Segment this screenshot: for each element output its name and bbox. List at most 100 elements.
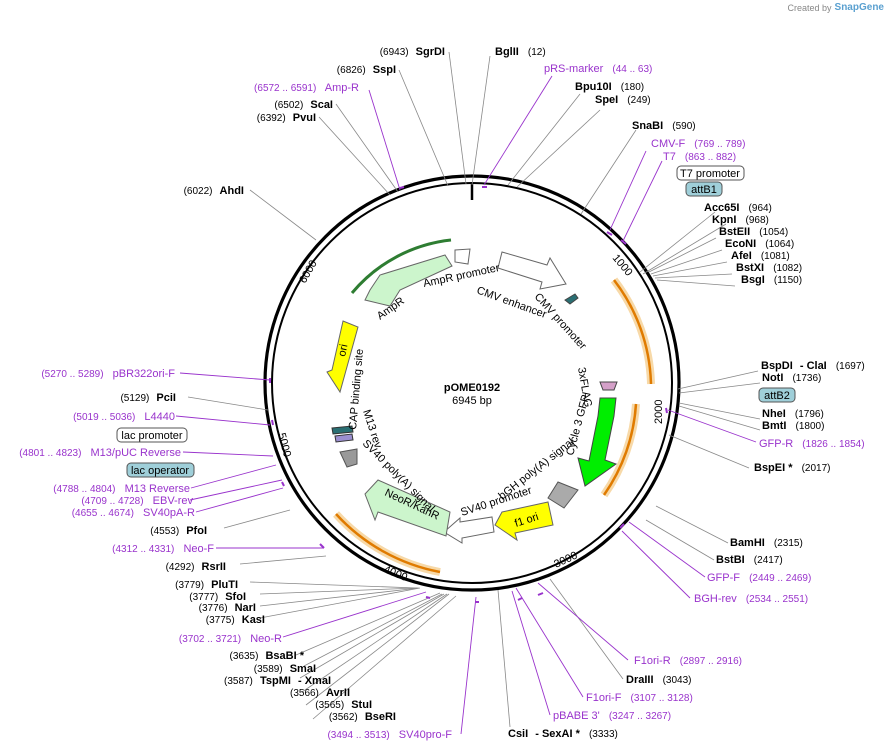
enzyme-pluti: (3779) PluTI <box>175 579 238 591</box>
enzyme-smai: (3589) SmaI <box>254 663 316 675</box>
enzyme-bamhi: BamHI (2315) <box>730 537 803 549</box>
primer-sv40pro-f: (3494 .. 3513) SV40pro-F <box>327 729 452 741</box>
primer-sv40pa-r: (4655 .. 4674) SV40pA-R <box>72 507 195 519</box>
enzyme-rsrii: (4292) RsrII <box>166 561 226 573</box>
cmv-promoter-shape <box>564 293 579 305</box>
enzyme-bpu10i: Bpu10I (180) <box>575 81 644 93</box>
leader-lines <box>187 51 761 728</box>
primer-cmv-f: CMV-F (769 .. 789) <box>651 138 745 150</box>
enzymes-left: (6943) SgrDI (6826) SspI (6502) ScaI (63… <box>120 46 445 723</box>
orf-arcs <box>333 238 655 576</box>
gfp-shape <box>577 397 618 487</box>
enzyme-bglii: BglII (12) <box>495 46 546 58</box>
t7-promoter-badge <box>676 165 745 181</box>
ampr-shape <box>364 254 453 307</box>
enzyme-ahdi: (6022) AhdI <box>184 185 244 197</box>
ampr-arc <box>350 238 452 294</box>
enzyme-bsteii: BstEII (1054) <box>719 226 788 238</box>
cap-shape <box>331 425 354 435</box>
enzyme-sgrdi: (6943) SgrDI <box>380 46 445 58</box>
primer-amp-r: (6572 .. 6591) Amp-R <box>254 82 359 94</box>
orf-arc-2 <box>602 403 638 496</box>
enzyme-bseri: (3562) BseRI <box>329 711 396 723</box>
orf-arc-1 <box>613 279 653 385</box>
badges: T7 promoter attB1 attB2 lac promoter lac… <box>116 165 796 478</box>
plasmid-name: pOME0192 <box>444 382 500 394</box>
enzyme-stui: (3565) StuI <box>315 699 372 711</box>
enzyme-spei: SpeI (249) <box>595 94 651 106</box>
tick-2000: 2000 <box>653 400 665 424</box>
attb2-badge <box>758 387 796 403</box>
enzyme-bspdi: BspDI - ClaI (1697) <box>761 360 865 372</box>
enzyme-tspmi: (3587) TspMI - XmaI <box>224 675 331 687</box>
tick-1000: 1000 <box>610 252 635 278</box>
plasmid-size: 6945 bp <box>452 395 492 407</box>
sv40pa-shape <box>339 448 358 468</box>
orf-arc-3 <box>335 513 441 574</box>
t7-promoter-label: T7 promoter <box>680 168 740 180</box>
tick-4000: 4000 <box>382 564 409 584</box>
enzyme-nari: (3776) NarI <box>199 602 256 614</box>
bgh-shape <box>547 481 579 509</box>
feat-cmv-promoter: CMV promoter <box>532 291 589 352</box>
attb2-label: attB2 <box>764 390 790 402</box>
tick-6000: 6000 <box>297 258 320 285</box>
primer-m13-reverse: (4788 .. 4804) M13 Reverse <box>53 483 190 495</box>
enzyme-sspi: (6826) SspI <box>337 64 396 76</box>
attb1-badge <box>685 181 723 197</box>
enzyme-sfoi: (3777) SfoI <box>189 591 246 603</box>
enzyme-kpni: KpnI (968) <box>712 214 769 226</box>
primer-m13-puc-reverse: (4801 .. 4823) M13/pUC Reverse <box>19 447 181 459</box>
enzyme-econi: EcoNI (1064) <box>725 238 794 250</box>
primer-lines <box>175 75 757 735</box>
enzyme-bspei: BspEI * (2017) <box>754 462 830 474</box>
attb1-label: attB1 <box>691 184 717 196</box>
enzyme-csii: CsiI - SexAI * (3333) <box>508 728 618 740</box>
enzyme-bmti: BmtI (1800) <box>762 420 824 432</box>
lac-operator-label: lac operator <box>131 465 189 477</box>
primer-t7: T7 (863 .. 882) <box>663 151 736 163</box>
enzyme-afei: AfeI (1081) <box>731 250 790 262</box>
primer-pbr322ori-f: (5270 .. 5289) pBR322ori-F <box>41 368 175 380</box>
enzyme-pfoi: (4553) PfoI <box>150 525 207 537</box>
snapgene-logo: SnapGene <box>834 2 884 13</box>
snapgene-credit: Created by SnapGene <box>788 2 885 13</box>
enzyme-snabi: SnaBI (590) <box>632 120 696 132</box>
enzyme-kasi: (3775) KasI <box>206 614 265 626</box>
lac-operator-badge <box>126 462 195 478</box>
enzyme-bstxi: BstXI (1082) <box>736 262 802 274</box>
ori-shape <box>326 320 359 394</box>
ampr-promoter-shape <box>454 248 471 265</box>
flag-shape <box>599 381 618 391</box>
enzyme-avrii: (3566) AvrII <box>290 687 350 699</box>
primer-f1ori-r: F1ori-R (2897 .. 2916) <box>634 655 742 667</box>
primer-bgh-rev: BGH-rev (2534 .. 2551) <box>694 593 808 605</box>
neo-shape <box>364 479 451 537</box>
primer-gfp-f: GFP-F (2449 .. 2469) <box>707 572 811 584</box>
cmv-enhancer-shape <box>497 251 567 290</box>
primer-neo-f: (4312 .. 4331) Neo-F <box>112 543 214 555</box>
features <box>326 248 618 544</box>
center-title: pOME0192 6945 bp <box>444 382 500 407</box>
primer-neo-r: (3702 .. 3721) Neo-R <box>179 633 282 645</box>
orf-arc-1-glow <box>610 277 655 385</box>
primer-marks <box>269 186 668 603</box>
enzyme-bsabi: (3635) BsaBI * <box>230 650 305 662</box>
primer-gfp-r: GFP-R (1826 .. 1854) <box>759 438 865 450</box>
primer-l4440: (5019 .. 5036) L4440 <box>73 411 175 423</box>
enzyme-acc65i: Acc65I (964) <box>704 202 772 214</box>
enzyme-draiii: DraIII (3043) <box>626 674 691 686</box>
enzyme-pcii: (5129) PciI <box>120 392 176 404</box>
f1-ori-shape <box>494 501 554 542</box>
lac-promoter-badge <box>116 427 188 443</box>
primer-ebv-rev: (4709 .. 4728) EBV-rev <box>81 495 193 507</box>
sv40-promoter-shape <box>443 516 495 544</box>
enzyme-bsgi: BsgI (1150) <box>741 274 802 286</box>
enzyme-nhei: NheI (1796) <box>762 408 824 420</box>
m13-shape <box>334 433 354 443</box>
credit-prefix: Created by <box>787 2 832 13</box>
primer-labels: pRS-marker (44 .. 63) CMV-F (769 .. 789)… <box>19 63 864 741</box>
enzyme-noti: NotI (1736) <box>762 372 821 384</box>
enzymes-right: BglII (12) Bpu10I (180) SpeI (249) SnaBI… <box>495 46 865 740</box>
